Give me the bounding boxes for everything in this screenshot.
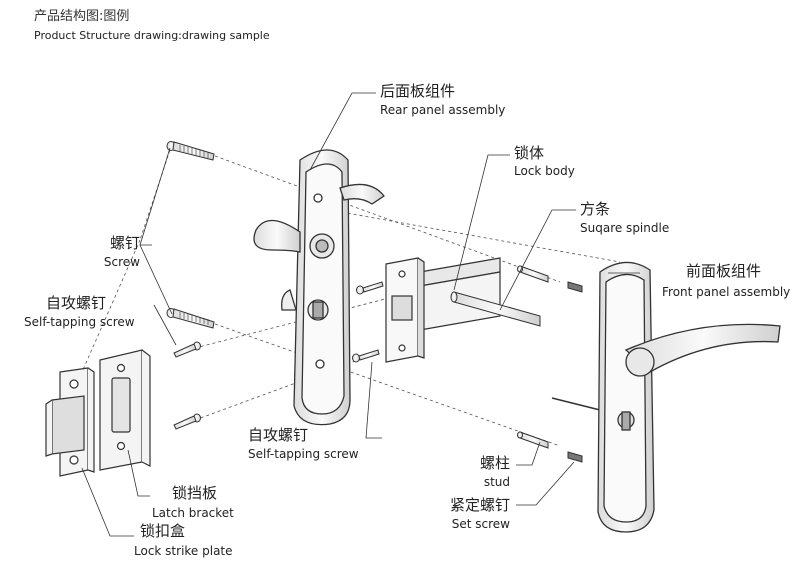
strike-plate-shape [45, 367, 95, 477]
rear-panel-label-cn: 后面板组件 [380, 82, 456, 100]
latch-bracket-label-en: Latch bracket [152, 506, 234, 520]
rear-panel-label-en: Rear panel assembly [380, 103, 506, 117]
stud-label-cn: 螺柱 [479, 454, 510, 472]
screw-upper [166, 141, 215, 161]
screw-lower [166, 308, 215, 329]
latch-bracket-label-cn: 锁挡板 [172, 484, 218, 502]
screw-label-cn: 螺钉 [109, 234, 140, 252]
leader-lines [81, 92, 640, 537]
lock-body-label-en: Lock body [514, 164, 575, 178]
front-panel-label-cn: 前面板组件 [686, 262, 762, 280]
spindle-label-cn: 方条 [580, 200, 611, 218]
set-screw-lower [567, 451, 583, 463]
self-tapping-screw-left-a [173, 341, 201, 358]
front-panel-shape [597, 261, 781, 533]
latch-bracket-shape [99, 349, 151, 471]
self-tapping-center-label-cn: 自攻螺钉 [248, 426, 309, 444]
header-title-cn: 产品结构图:图例 [34, 9, 130, 24]
self-tapping-screw-center-b [352, 349, 380, 363]
rear-panel-shape [253, 149, 385, 426]
stud-label-en: stud [483, 475, 510, 489]
self-tapping-center-label-en: Self-tapping screw [248, 447, 359, 461]
set-screw-label-cn: 紧定螺钉 [449, 496, 510, 514]
spindle-shape [450, 291, 541, 327]
set-screw-label-en: Set screw [451, 517, 510, 531]
self-tapping-left-label-en: Self-tapping screw [24, 315, 135, 329]
screw-label-en: Screw [103, 255, 140, 269]
lock-body-label-cn: 锁体 [514, 144, 545, 162]
header-title-en: Product Structure drawing:drawing sample [34, 29, 270, 42]
strike-plate-label-en: Lock strike plate [134, 544, 233, 558]
self-tapping-left-label-cn: 自攻螺钉 [46, 294, 107, 312]
self-tapping-screw-left-b [173, 413, 201, 430]
spindle-rod-lower [551, 397, 601, 411]
set-screw-upper [567, 281, 583, 293]
spindle-label-en: Suqare spindle [580, 221, 670, 235]
self-tapping-screw-center-a [356, 281, 384, 295]
stud-upper [517, 265, 549, 283]
strike-plate-label-cn: 锁扣盒 [140, 522, 186, 540]
front-panel-label-en: Front panel assembly [662, 285, 791, 299]
stud-lower [517, 431, 549, 449]
